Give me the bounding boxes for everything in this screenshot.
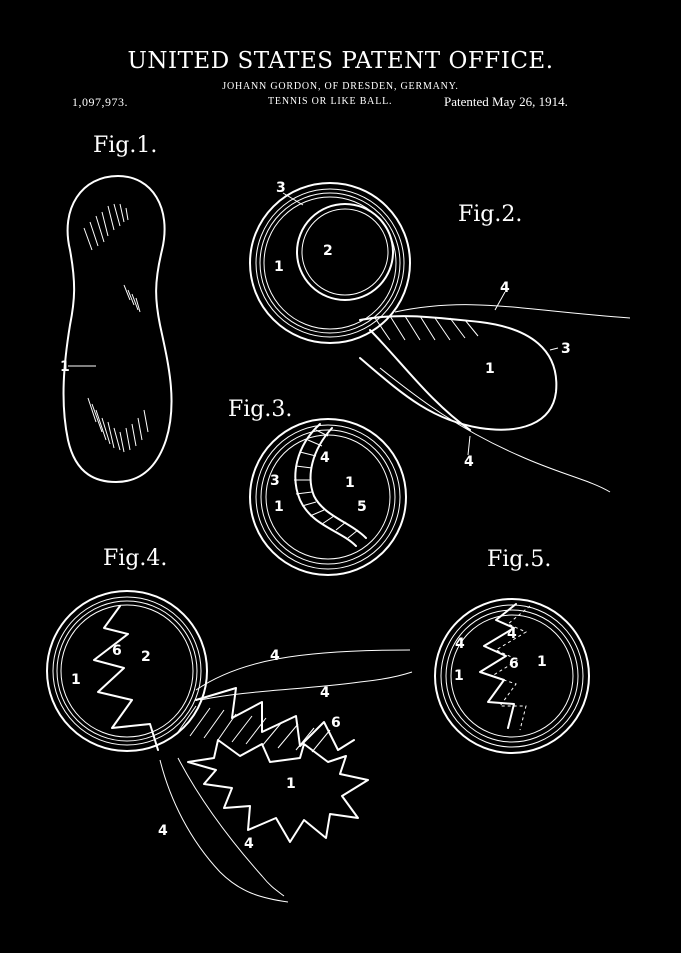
fig-4-cut-line-a xyxy=(195,649,411,691)
fig-1-ref-1: 1 xyxy=(60,359,70,375)
fig-3-seam-inner xyxy=(309,427,367,539)
fig-4-star-flap xyxy=(187,739,369,843)
fig-3-ref-1b: 1 xyxy=(274,499,284,515)
fig-4-ref-4a: 4 xyxy=(270,648,280,664)
invention-title: TENNIS OR LIKE BALL. xyxy=(268,96,393,107)
fig-5-ref-6: 6 xyxy=(509,656,519,672)
fig-3-ball xyxy=(249,418,407,576)
fig-2-ref-3b: 3 xyxy=(561,341,571,357)
fig-5-ref-4b: 4 xyxy=(455,636,465,652)
fig-3-ref-3: 3 xyxy=(270,473,280,489)
fig-1-label: Fig.1. xyxy=(93,133,157,158)
fig-1-hatching xyxy=(83,203,149,453)
figure-5: Fig.5. 4 4 6 1 1 xyxy=(434,547,590,754)
fig-2-label: Fig.2. xyxy=(458,202,522,227)
fig-3-seam-outer xyxy=(294,423,357,547)
fig-3-ref-1a: 1 xyxy=(345,475,355,491)
patented-date: Patented May 26, 1914. xyxy=(444,94,568,109)
fig-2-ref-1a: 1 xyxy=(274,259,284,275)
fig-4-zigzag-edge xyxy=(93,605,159,751)
fig-3-ref-4: 4 xyxy=(320,450,330,466)
fig-4-ref-4b: 4 xyxy=(320,685,330,701)
fig-2-cut-line-bottom xyxy=(379,367,611,493)
fig-4-cover-strip xyxy=(195,687,355,751)
fig-2-ref-4a: 4 xyxy=(500,280,510,296)
fig-2-cut-line-top xyxy=(394,304,631,319)
fig-2-flap-edge xyxy=(369,329,471,431)
fig-5-ref-1b: 1 xyxy=(454,668,464,684)
fig-5-ref-4a: 4 xyxy=(507,626,517,642)
fig-4-cut-line-d xyxy=(177,757,285,897)
fig-3-ref-5: 5 xyxy=(357,499,367,515)
fig-5-zigzag-seam xyxy=(479,603,517,729)
patent-number: 1,097,973. xyxy=(72,95,128,109)
fig-5-dotted-seam xyxy=(490,605,531,731)
inventor-line: JOHANN GORDON, OF DRESDEN, GERMANY. xyxy=(222,81,459,92)
fig-4-cut-line-c xyxy=(159,759,289,903)
fig-4-ref-1a: 1 xyxy=(71,672,81,688)
fig-4-cut-line-b xyxy=(199,671,413,701)
fig-2-ref-3a: 3 xyxy=(276,180,286,196)
fig-2-ref-4b: 4 xyxy=(464,454,474,470)
fig-4-ref-1b: 1 xyxy=(286,776,296,792)
figure-4: Fig.4. 6 2 1 4 4 6 1 4 4 xyxy=(46,546,413,903)
fig-2-cover-hatching xyxy=(374,315,479,341)
fig-4-strip-hatching xyxy=(177,705,331,753)
fig-2-ref-1b: 1 xyxy=(485,361,495,377)
fig-4-ref-4c: 4 xyxy=(158,823,168,839)
fig-4-ref-2: 2 xyxy=(141,649,151,665)
fig-4-ref-4d: 4 xyxy=(244,836,254,852)
fig-4-ref-6b: 6 xyxy=(331,715,341,731)
figure-3: Fig.3. 4 3 1 1 5 xyxy=(228,397,407,576)
fig-4-ref-6a: 6 xyxy=(112,643,122,659)
fig-4-ball xyxy=(46,590,208,752)
figure-1: Fig.1. 1 xyxy=(60,133,173,483)
fig-2-ref-2: 2 xyxy=(323,243,333,259)
fig-5-ball xyxy=(434,598,590,754)
fig-3-label: Fig.3. xyxy=(228,397,292,422)
fig-5-ref-1a: 1 xyxy=(537,654,547,670)
fig-4-label: Fig.4. xyxy=(103,546,167,571)
patent-office-title: UNITED STATES PATENT OFFICE. xyxy=(127,48,554,74)
fig-2-cover-flap xyxy=(359,315,558,431)
figure-2: Fig.2. 3 2 1 4 3 1 4 xyxy=(249,180,631,493)
fig-5-label: Fig.5. xyxy=(487,547,551,572)
fig-1-blank-outline xyxy=(62,175,173,483)
fig-2-ball xyxy=(249,182,411,344)
